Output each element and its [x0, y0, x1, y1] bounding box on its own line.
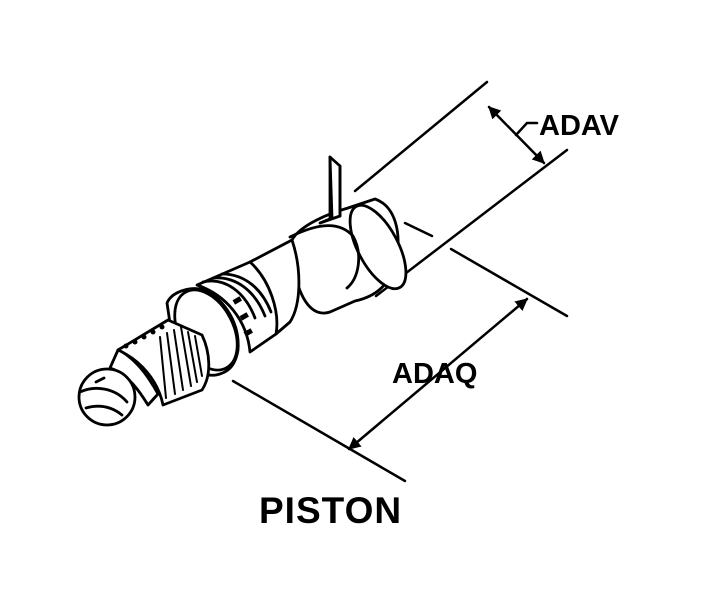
extension-lines [231, 80, 569, 483]
adav-leader-line [514, 121, 539, 137]
piston-body [77, 155, 408, 427]
diagram-title: PISTON [259, 490, 403, 531]
adaq-dimension-label: ADAQ [392, 358, 478, 390]
thread-dots [123, 324, 165, 349]
dimension-arrows [347, 105, 546, 451]
adav-dimension-label: ADAV [539, 110, 620, 142]
adaq-dimension-arrow [347, 297, 529, 451]
thread-lines [159, 326, 203, 399]
